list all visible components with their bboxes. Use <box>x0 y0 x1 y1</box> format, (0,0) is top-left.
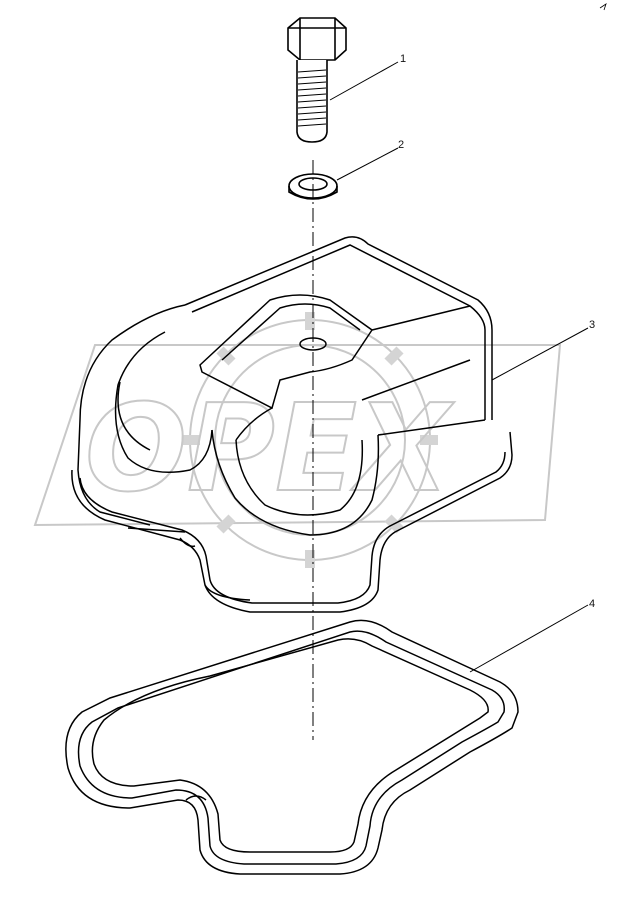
callout-2: 2 <box>398 139 404 151</box>
callout-leaders <box>329 61 589 673</box>
callout-1: 1 <box>400 53 406 65</box>
leader-4 <box>469 604 589 673</box>
washer <box>288 173 338 200</box>
watermark-text: OPEX <box>85 380 455 519</box>
leader-2 <box>336 147 399 181</box>
valve-cover <box>71 236 513 613</box>
watermark-logo: OPEX <box>33 312 562 568</box>
leader-1 <box>329 61 399 101</box>
corner-mark <box>599 3 607 11</box>
callout-3: 3 <box>589 319 595 331</box>
gasket <box>65 619 519 875</box>
bolt <box>287 17 347 143</box>
leader-3 <box>491 327 589 381</box>
callout-4: 4 <box>589 598 595 610</box>
